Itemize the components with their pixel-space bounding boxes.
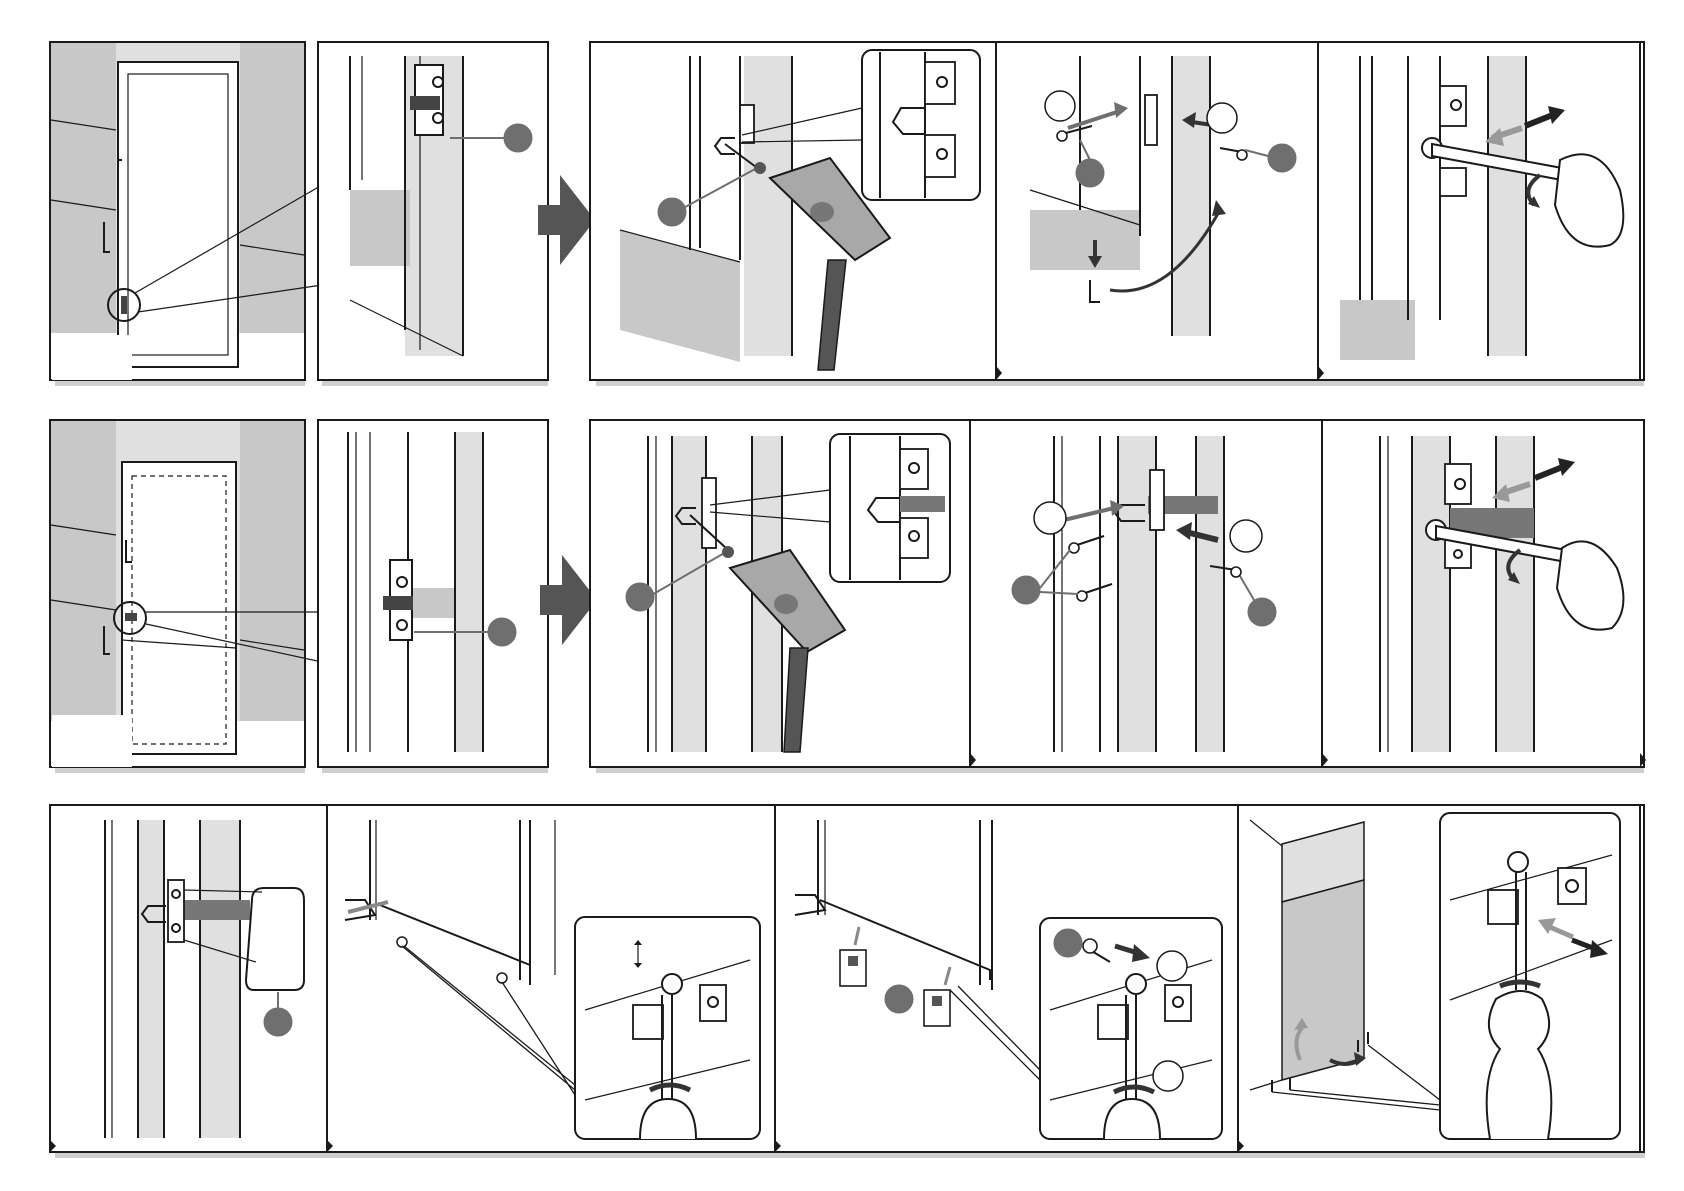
- panel-screws-lower: [970, 420, 1322, 767]
- panel-cover-cap: [50, 805, 327, 1152]
- panel-plinth-adjust: [1238, 805, 1644, 1152]
- panel-screws-upper: [996, 42, 1318, 380]
- panel-overview-upper: [50, 42, 322, 380]
- panel-hinge-detail-lower: [318, 420, 548, 767]
- panel-hammer-bracket-lower: [590, 420, 970, 767]
- panel-screwdriver-adjust-lower: [1322, 420, 1644, 767]
- panel-base-clips: [775, 805, 1238, 1152]
- panel-screwdriver-adjust-upper: [1318, 42, 1644, 380]
- panel-overview-lower: [50, 420, 322, 767]
- panel-hammer-bracket-upper: [590, 42, 996, 380]
- panel-hinge-detail-upper: [318, 42, 548, 380]
- panel-door-adjust-screwdriver: [327, 805, 775, 1152]
